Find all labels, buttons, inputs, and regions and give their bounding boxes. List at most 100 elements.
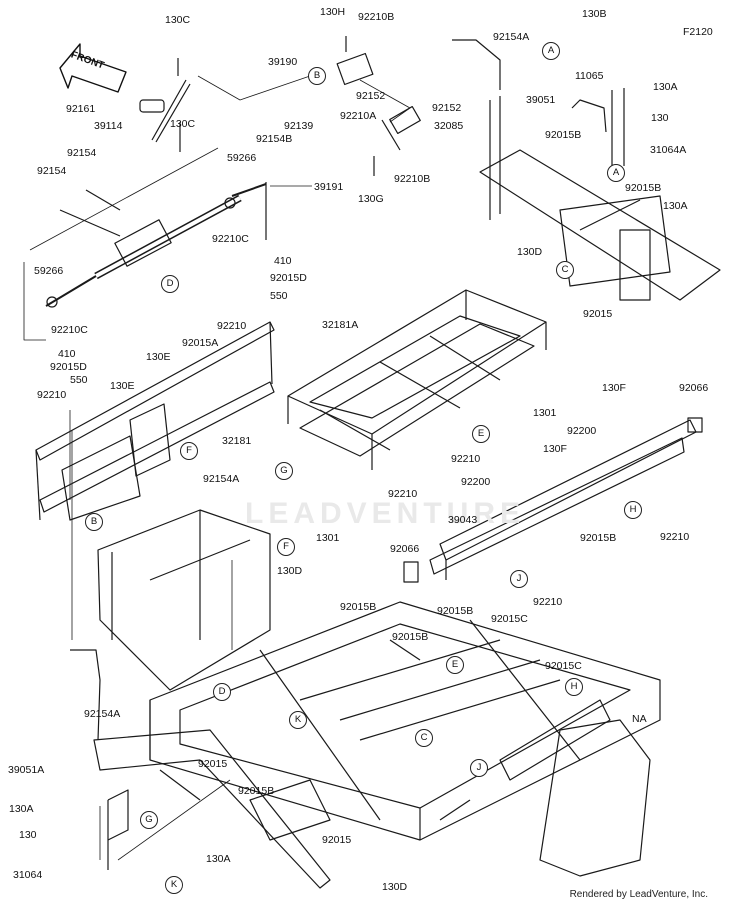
- callout-f[interactable]: F: [277, 538, 295, 556]
- callout-b[interactable]: B: [85, 513, 103, 531]
- part-label[interactable]: NA: [632, 713, 647, 725]
- part-label[interactable]: 1301: [316, 532, 340, 544]
- main-chassis: [70, 509, 661, 889]
- part-label[interactable]: 92210: [451, 453, 481, 465]
- part-label[interactable]: 130D: [517, 246, 543, 258]
- part-label[interactable]: 92015B: [580, 532, 617, 544]
- part-label[interactable]: 39051A: [8, 764, 45, 776]
- part-label[interactable]: 92015: [322, 834, 352, 846]
- part-label[interactable]: 39043: [448, 514, 478, 526]
- part-label[interactable]: 92210C: [51, 324, 88, 336]
- callout-d[interactable]: D: [213, 683, 231, 701]
- callout-a[interactable]: A: [542, 42, 560, 60]
- part-label[interactable]: 130G: [358, 193, 384, 205]
- part-label[interactable]: 92154A: [493, 31, 530, 43]
- part-label[interactable]: 92015C: [545, 660, 582, 672]
- part-label[interactable]: 92210: [660, 531, 690, 543]
- part-label[interactable]: 130H: [320, 6, 346, 18]
- part-label[interactable]: 130C: [170, 118, 196, 130]
- part-label[interactable]: 59266: [34, 265, 64, 277]
- part-label[interactable]: 92152: [432, 102, 462, 114]
- callout-c[interactable]: C: [415, 729, 433, 747]
- callout-j[interactable]: J: [470, 759, 488, 777]
- part-label[interactable]: 130A: [9, 803, 34, 815]
- part-label[interactable]: 92154A: [203, 473, 240, 485]
- part-label[interactable]: 92210: [37, 389, 67, 401]
- part-label[interactable]: 92210: [388, 488, 418, 500]
- part-label[interactable]: 32085: [434, 120, 464, 132]
- part-label[interactable]: 92210B: [394, 173, 431, 185]
- callout-e[interactable]: E: [472, 425, 490, 443]
- part-label[interactable]: 31064A: [650, 144, 687, 156]
- part-label[interactable]: 92066: [679, 382, 709, 394]
- part-label[interactable]: 92139: [284, 120, 314, 132]
- part-label[interactable]: 92200: [461, 476, 491, 488]
- part-label[interactable]: 1301: [533, 407, 557, 419]
- part-label[interactable]: 92154: [67, 147, 97, 159]
- part-label[interactable]: 410: [58, 348, 76, 360]
- callout-b[interactable]: B: [308, 67, 326, 85]
- part-label[interactable]: 130: [19, 829, 37, 841]
- part-label[interactable]: 92015B: [625, 182, 662, 194]
- part-label[interactable]: 92210C: [212, 233, 249, 245]
- part-label[interactable]: 92210B: [358, 11, 395, 23]
- part-label[interactable]: 130C: [165, 14, 191, 26]
- part-label[interactable]: 32181: [222, 435, 252, 447]
- part-label[interactable]: 130E: [146, 351, 171, 363]
- callout-k[interactable]: K: [165, 876, 183, 894]
- part-label[interactable]: 92154A: [84, 708, 121, 720]
- callout-j[interactable]: J: [510, 570, 528, 588]
- part-label[interactable]: 92152: [356, 90, 386, 102]
- callout-h[interactable]: H: [565, 678, 583, 696]
- part-label[interactable]: 92015B: [238, 785, 275, 797]
- part-label[interactable]: 92015B: [437, 605, 474, 617]
- part-label[interactable]: 92015A: [182, 337, 219, 349]
- callout-d[interactable]: D: [161, 275, 179, 293]
- part-label[interactable]: 92015B: [545, 129, 582, 141]
- part-label[interactable]: 39191: [314, 181, 344, 193]
- part-label[interactable]: 31064: [13, 869, 43, 881]
- callout-g[interactable]: G: [140, 811, 158, 829]
- callout-g[interactable]: G: [275, 462, 293, 480]
- part-label[interactable]: 550: [70, 374, 88, 386]
- part-label[interactable]: 92154: [37, 165, 67, 177]
- callout-c[interactable]: C: [556, 261, 574, 279]
- part-label[interactable]: 130: [651, 112, 669, 124]
- callout-f[interactable]: F: [180, 442, 198, 460]
- callout-k[interactable]: K: [289, 711, 307, 729]
- part-label[interactable]: 39114: [94, 120, 123, 132]
- part-label[interactable]: 39051: [526, 94, 556, 106]
- part-label[interactable]: 550: [270, 290, 288, 302]
- part-label[interactable]: 11065: [575, 70, 604, 82]
- part-label[interactable]: 130A: [663, 200, 688, 212]
- part-label[interactable]: 32181A: [322, 319, 359, 331]
- part-label[interactable]: 92015D: [270, 272, 307, 284]
- part-label[interactable]: 92015D: [50, 361, 87, 373]
- part-label[interactable]: 92210A: [340, 110, 377, 122]
- callout-e[interactable]: E: [446, 656, 464, 674]
- callout-a[interactable]: A: [607, 164, 625, 182]
- part-label[interactable]: 92210: [217, 320, 247, 332]
- part-label[interactable]: 92015C: [491, 613, 528, 625]
- part-label[interactable]: 92015B: [340, 601, 377, 613]
- part-label[interactable]: 130A: [206, 853, 231, 865]
- part-label[interactable]: 92161: [66, 103, 96, 115]
- part-label[interactable]: 59266: [227, 152, 257, 164]
- part-label[interactable]: 92066: [390, 543, 420, 555]
- part-label[interactable]: 410: [274, 255, 292, 267]
- part-label[interactable]: 130F: [602, 382, 626, 394]
- part-label[interactable]: 92154B: [256, 133, 293, 145]
- part-label[interactable]: 92015: [583, 308, 613, 320]
- part-label[interactable]: 92015: [198, 758, 228, 770]
- part-label[interactable]: 92200: [567, 425, 597, 437]
- part-label[interactable]: 130B: [582, 8, 607, 20]
- part-label[interactable]: 130A: [653, 81, 678, 93]
- part-label[interactable]: 130D: [382, 881, 408, 893]
- part-label[interactable]: 130F: [543, 443, 567, 455]
- part-label[interactable]: 39190: [268, 56, 298, 68]
- part-label[interactable]: 130D: [277, 565, 303, 577]
- callout-h[interactable]: H: [624, 501, 642, 519]
- part-label[interactable]: 92210: [533, 596, 563, 608]
- part-label[interactable]: 130E: [110, 380, 135, 392]
- part-label[interactable]: 92015B: [392, 631, 429, 643]
